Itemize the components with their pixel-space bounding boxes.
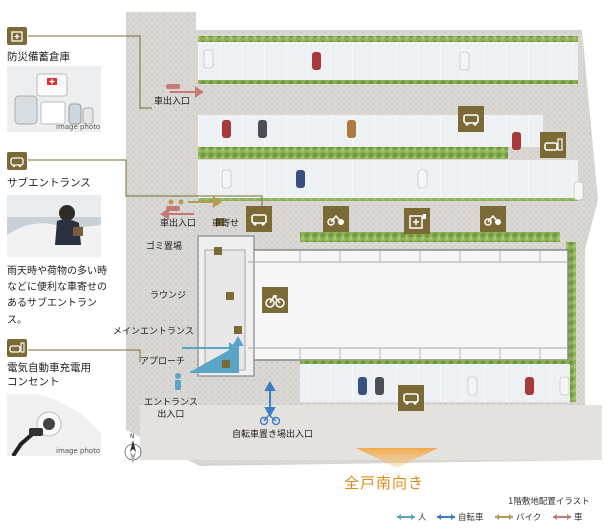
parking-row-1	[198, 42, 578, 80]
person-pictogram	[175, 373, 181, 390]
ev-outlet-photo-caption: image photo	[56, 447, 101, 455]
compass: N	[124, 433, 142, 464]
storage-photo	[7, 66, 101, 132]
label-car-entrance-top: 車出入口	[154, 97, 191, 107]
panel-title-sub-entrance: サブエントランス	[7, 177, 91, 189]
storage-icon	[7, 27, 27, 45]
hedge-6	[300, 360, 570, 364]
legend-bicycle: 自転車	[458, 513, 484, 523]
bicycle-parking-icon	[262, 287, 288, 313]
label-car-entrance-mid: 車出入口	[160, 219, 197, 229]
label-entrance-exit: エントランス 出入口	[144, 398, 198, 420]
label-approach: アプローチ	[140, 357, 186, 367]
svg-text:N: N	[130, 433, 135, 440]
parking-row-3	[198, 160, 578, 198]
hedge-2	[198, 80, 578, 84]
label-drop-off: 車寄せ	[212, 219, 240, 229]
motorbike-pictogram	[168, 199, 184, 205]
motorbike-parking-icon	[323, 206, 349, 232]
hedge-3	[198, 147, 508, 159]
sub-entrance-description: 雨天時や荷物の多い時などに便利な車寄せのあるサブエントランス。	[7, 266, 107, 326]
sub-entrance-photo	[7, 195, 101, 257]
drop-off-car-icon	[246, 206, 272, 232]
hedge-5	[300, 232, 560, 242]
south-facing-label: 全戸南向き	[344, 474, 425, 492]
bike-arrows	[188, 196, 222, 208]
map-caption: 1階敷地配置イラスト	[508, 497, 590, 507]
motorbike-parking-icon-2	[480, 206, 506, 232]
bicycle-pictogram	[259, 414, 281, 426]
label-garbage: ゴミ置場	[146, 242, 183, 252]
legend-person: 人	[418, 513, 427, 523]
hedge-1	[198, 36, 578, 42]
sub-entrance-icon	[7, 152, 27, 170]
ev-charger-icon	[540, 132, 566, 158]
parking-row-2	[198, 115, 543, 147]
ev-outlet-icon	[7, 339, 27, 357]
parking-car-icon	[458, 106, 484, 132]
parked-cars	[203, 49, 584, 396]
car-pictogram	[166, 84, 180, 211]
legend-motorbike: バイク	[516, 513, 542, 523]
label-main-entrance: メインエントランス	[113, 327, 194, 337]
ev-outlet-photo	[7, 394, 101, 456]
building	[247, 249, 569, 361]
label-lounge: ラウンジ	[150, 291, 187, 301]
storage-photo-caption: image photo	[56, 123, 101, 131]
parking-car-icon-2	[398, 385, 424, 411]
hedge-right	[566, 242, 576, 402]
car-arrows	[160, 86, 204, 220]
south-indicator	[356, 448, 438, 468]
legend-car: 車	[574, 513, 583, 523]
storage-warehouse-icon	[404, 208, 430, 234]
label-bicycle-entrance: 自転車置き場出入口	[232, 430, 314, 440]
panel-title-storage: 防災備蓄倉庫	[7, 51, 70, 63]
hedge-4	[198, 198, 578, 201]
bicycle-arrow	[264, 380, 276, 418]
panel-title-ev-outlet: 電気自動車充電用 コンセント	[7, 362, 91, 389]
